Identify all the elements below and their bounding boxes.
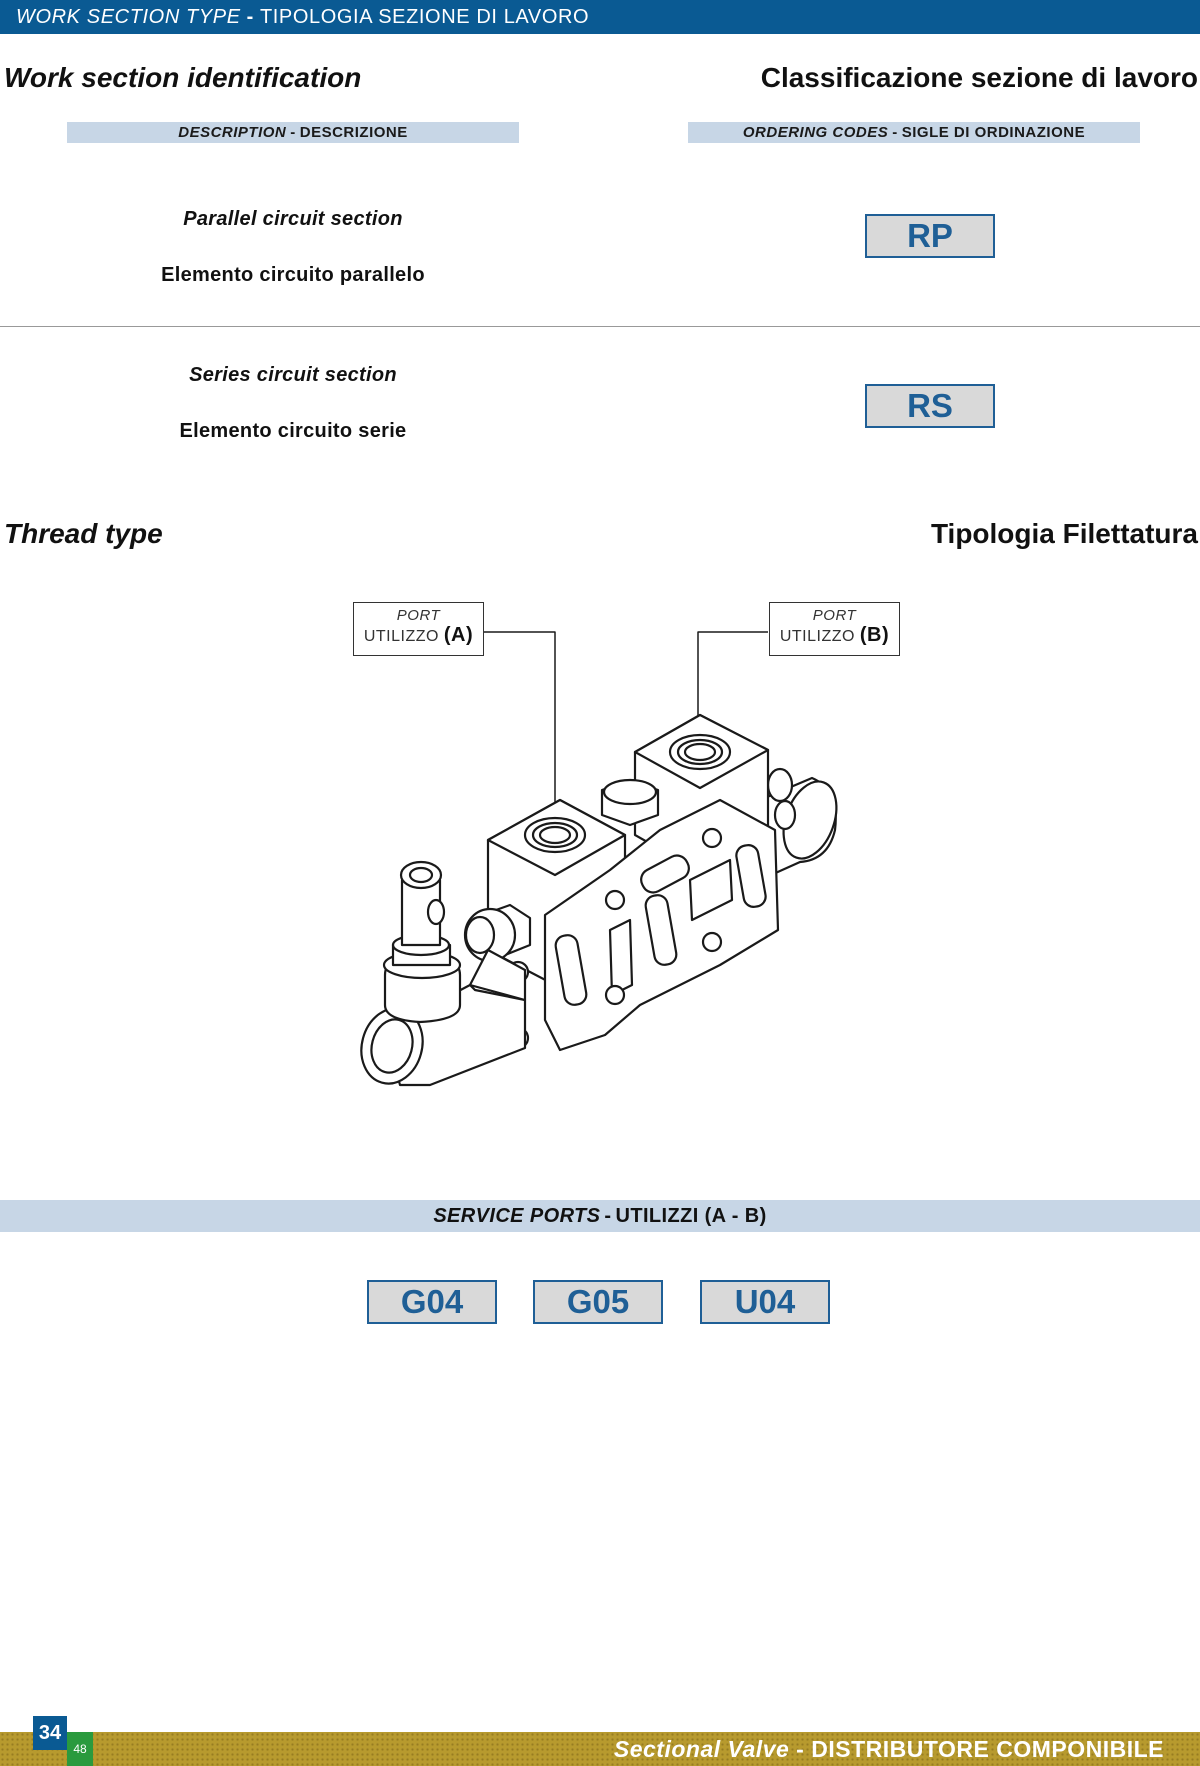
series-desc-en: Series circuit section [189, 364, 397, 386]
parallel-desc-it: Elemento circuito parallelo [161, 264, 425, 286]
page-number: 34 [33, 1716, 67, 1750]
port-a-it-line: UTILIZZO (A) [354, 624, 483, 647]
code-rp: RP [865, 214, 995, 258]
footer-title-it: DISTRIBUTORE COMPONIBILE [811, 1736, 1164, 1762]
ordering-codes-column-header: ORDERING CODES-SIGLE DI ORDINAZIONE [688, 122, 1140, 143]
thread-heading-en: Thread type [4, 518, 163, 549]
port-b-en: PORT [812, 607, 857, 624]
valve-section-drawing [360, 631, 838, 1087]
footer-bar: Sectional Valve - DISTRIBUTORE COMPONIBI… [0, 1732, 1200, 1766]
service-ports-bar: SERVICE PORTS-UTILIZZI (A - B) [0, 1200, 1200, 1232]
service-ports-it: UTILIZZI (A - B) [615, 1205, 767, 1227]
codes-header-it: SIGLE DI ORDINAZIONE [901, 124, 1086, 141]
description-header-it: DESCRIZIONE [299, 124, 408, 141]
header-title-it: TIPOLOGIA SEZIONE DI LAVORO [259, 6, 590, 28]
footer-separator: - [796, 1736, 805, 1762]
port-a-letter: (A) [443, 624, 474, 646]
codes-header-en: ORDERING CODES [742, 124, 889, 141]
footer-title-en: Sectional Valve [613, 1736, 790, 1762]
parallel-desc-en: Parallel circuit section [183, 208, 403, 230]
port-a-it: UTILIZZO [363, 628, 439, 645]
header-bar: WORK SECTION TYPE-TIPOLOGIA SEZIONE DI L… [0, 0, 1200, 34]
description-header-en: DESCRIPTION [178, 124, 287, 141]
identification-heading-en: Work section identification [4, 62, 362, 93]
footer-title: Sectional Valve - DISTRIBUTORE COMPONIBI… [614, 1732, 1164, 1766]
port-b-label: PORT UTILIZZO (B) [769, 602, 900, 656]
codes-header-separator: - [892, 124, 898, 141]
header-title-en: WORK SECTION TYPE [16, 6, 241, 28]
header-separator: - [246, 6, 254, 28]
port-b-it-line: UTILIZZO (B) [770, 624, 899, 647]
code-g04: G04 [367, 1280, 497, 1324]
port-a-en: PORT [396, 607, 441, 624]
port-a-label: PORT UTILIZZO (A) [353, 602, 484, 656]
page-sub-number: 48 [67, 1732, 93, 1766]
description-header-separator: - [290, 124, 296, 141]
port-b-it: UTILIZZO [779, 628, 855, 645]
code-u04: U04 [700, 1280, 830, 1324]
identification-heading-it: Classificazione sezione di lavoro [760, 62, 1198, 93]
thread-heading-it: Tipologia Filettatura [930, 518, 1198, 549]
row-divider [0, 326, 1200, 327]
service-ports-en: SERVICE PORTS [433, 1205, 601, 1227]
description-column-header: DESCRIPTION-DESCRIZIONE [67, 122, 519, 143]
series-desc-it: Elemento circuito serie [179, 420, 407, 442]
code-rs: RS [865, 384, 995, 428]
code-g05: G05 [533, 1280, 663, 1324]
service-ports-separator: - [604, 1205, 612, 1227]
port-b-letter: (B) [859, 624, 890, 646]
